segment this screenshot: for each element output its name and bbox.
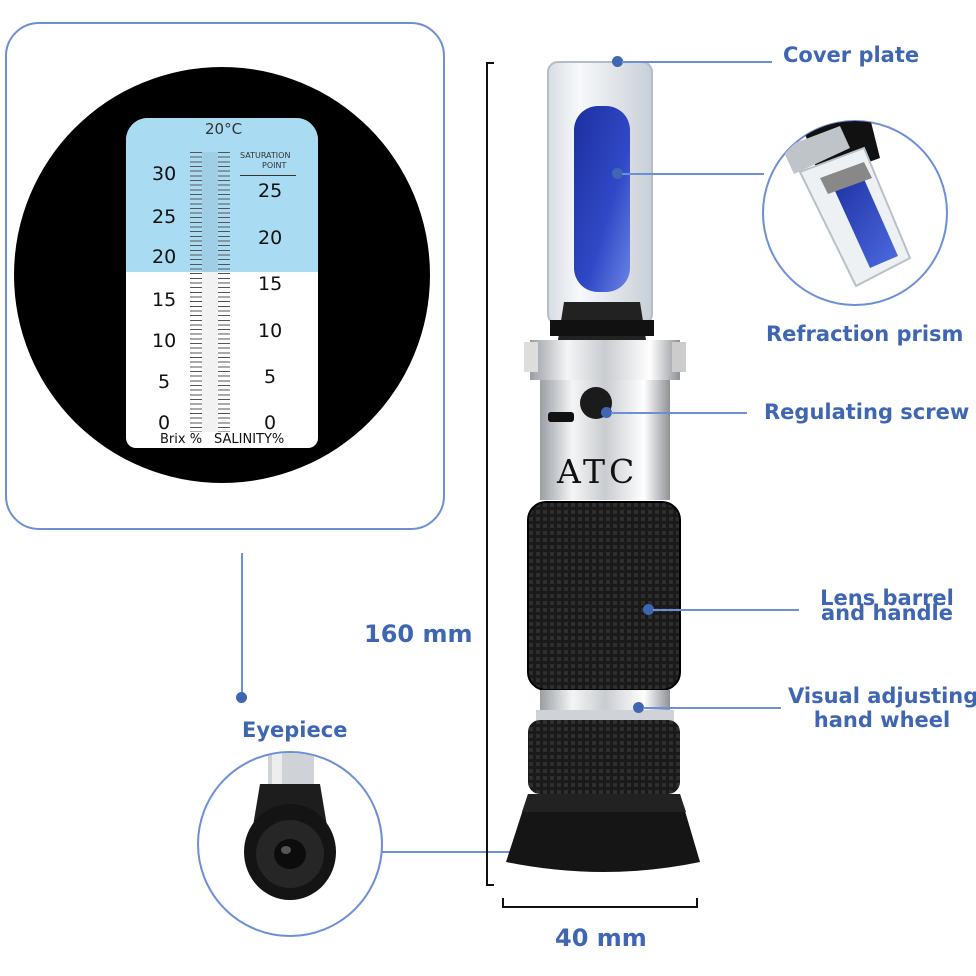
salinity-tick-label: 15 — [258, 273, 283, 295]
eyepiece-label: Eyepiece — [242, 718, 348, 742]
regulating-screw-label: Regulating screw — [764, 400, 970, 424]
salinity-tick-label: 5 — [264, 366, 277, 388]
cover-plate-pointer-dot — [612, 56, 623, 67]
height-dimension-line — [486, 62, 488, 886]
prism-pointer-dot — [612, 168, 623, 179]
regulating-screw-pointer-dot — [601, 407, 612, 418]
brix-tick-label: 5 — [158, 371, 171, 393]
refraction-prism-label: Refraction prism — [766, 322, 964, 346]
saturation-line — [240, 175, 296, 176]
lens-barrel-pointer-dot — [643, 604, 654, 615]
brix-unit-label: Brix % — [160, 432, 203, 447]
regulating-screw-pointer-line — [611, 412, 747, 414]
center-column — [202, 152, 218, 432]
lens-barrel-pointer-line — [653, 609, 799, 611]
width-dimension-line — [502, 906, 698, 908]
eyepiece-closeup — [197, 751, 383, 937]
brix-tick-label: 20 — [152, 246, 177, 268]
refractometer-device — [506, 61, 700, 872]
hand-wheel-pointer-line — [643, 707, 781, 709]
eyepiece-pointer-line — [382, 851, 522, 853]
brix-tick-label: 0 — [158, 412, 171, 434]
salinity-tick-label: 20 — [258, 227, 283, 249]
hand-wheel-pointer-dot — [633, 702, 644, 713]
cover-plate-label: Cover plate — [783, 43, 920, 67]
brix-tick-label: 30 — [152, 163, 177, 185]
lens-barrel-label-line1: Lens barrel — [820, 586, 954, 610]
hand-wheel-label-line2: hand wheel — [813, 708, 951, 732]
temperature-label: 20°C — [205, 120, 243, 138]
saturation-label: SATURATION — [240, 151, 291, 160]
brix-tick-label: 15 — [152, 289, 177, 311]
salinity-unit-label: SALINITY% — [214, 432, 285, 447]
height-dimension-cap-bottom — [486, 884, 494, 886]
height-dimension-label: 160 mm — [364, 620, 473, 648]
height-dimension-cap-top — [486, 62, 494, 64]
eyepiece-connector-dot — [236, 692, 247, 703]
width-dimension-label: 40 mm — [555, 924, 647, 952]
brix-tick-column — [190, 152, 202, 432]
eyepiece-connector-line — [241, 553, 243, 693]
salinity-tick-label: 0 — [264, 412, 277, 434]
hand-wheel-label-line1: Visual adjusting — [788, 684, 976, 708]
salinity-tick-column — [218, 152, 230, 432]
brand-text: ATC — [557, 452, 639, 491]
brix-tick-label: 25 — [152, 206, 177, 228]
cover-plate-pointer-line — [622, 61, 772, 63]
salinity-tick-label: 25 — [258, 180, 283, 202]
lens-barrel-label-line2: and handle — [820, 601, 953, 625]
prism-pointer-line — [622, 173, 764, 175]
width-dimension-cap-left — [502, 898, 504, 908]
salinity-tick-label: 10 — [258, 320, 283, 342]
scale-field — [126, 118, 318, 448]
width-dimension-cap-right — [696, 898, 698, 908]
prism-closeup — [762, 120, 948, 306]
saturation-label-2: POINT — [262, 161, 287, 170]
brix-tick-label: 10 — [152, 330, 177, 352]
